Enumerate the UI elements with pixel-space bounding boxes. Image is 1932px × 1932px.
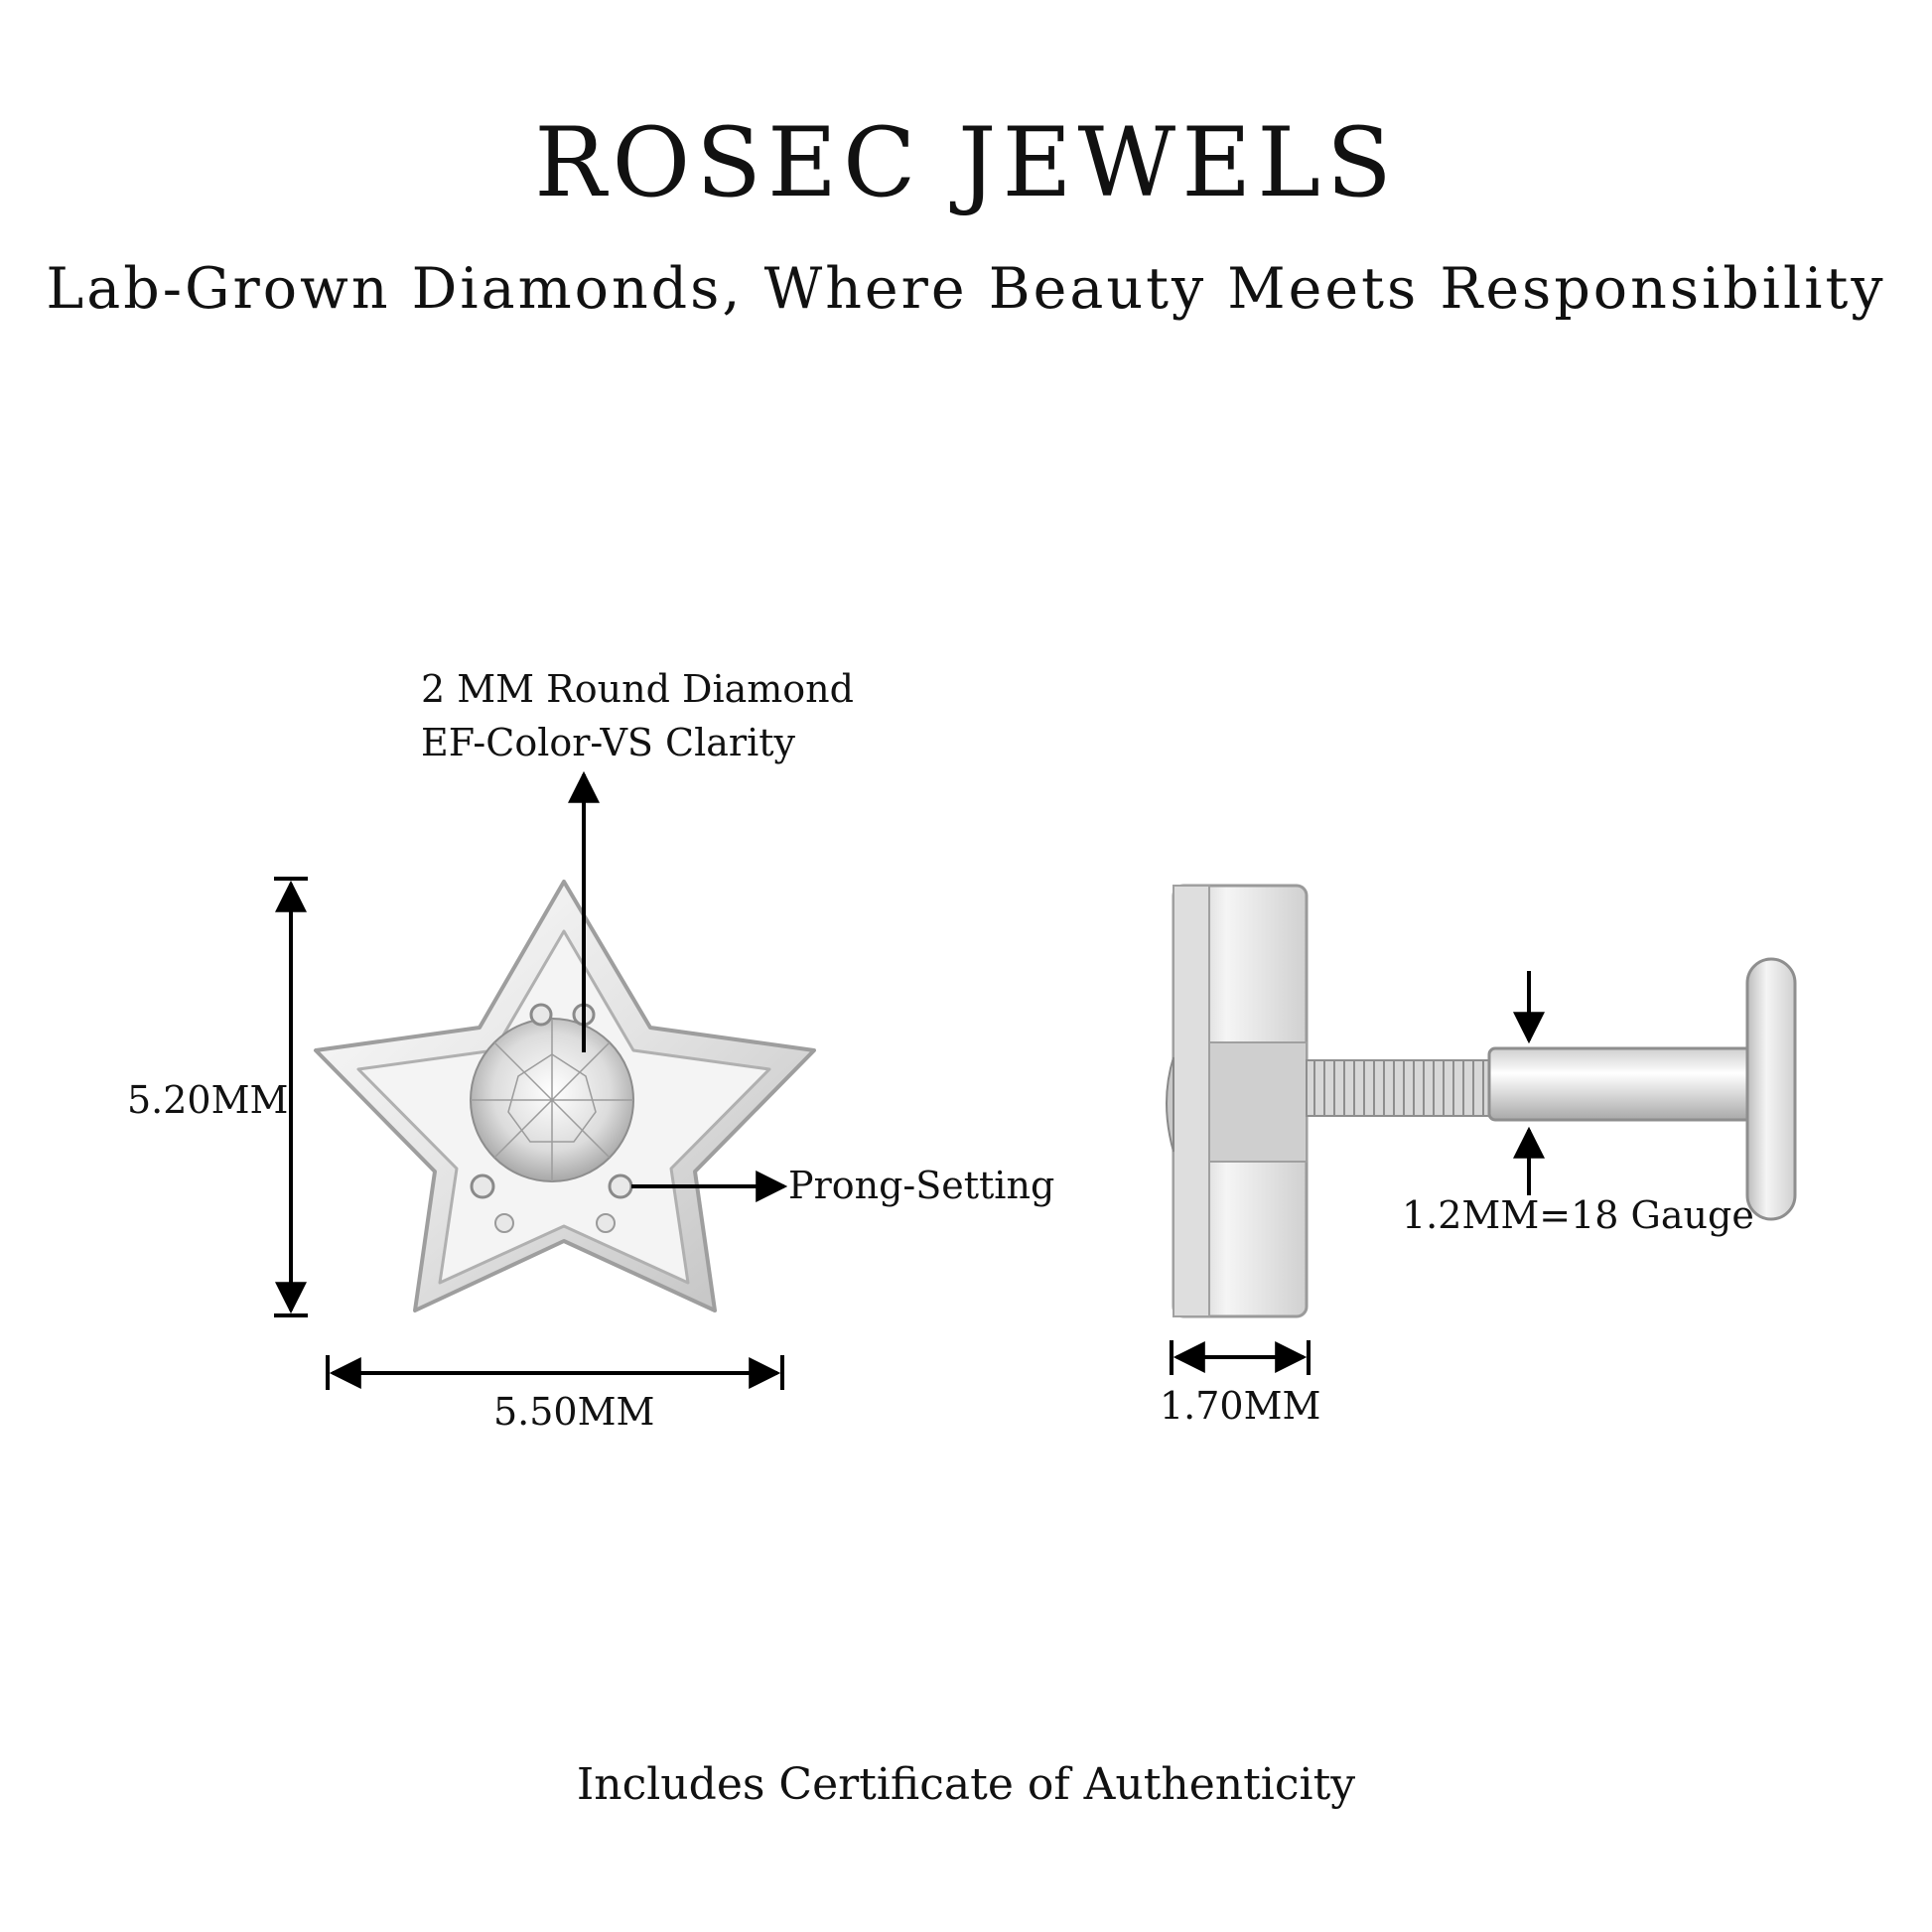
width-dimension-label: 5.50MM: [493, 1390, 655, 1434]
prong-top: [529, 1003, 553, 1027]
height-dimension-label: 5.20MM: [127, 1078, 289, 1122]
prong-right: [608, 1173, 633, 1199]
prong-lower-right: [596, 1213, 616, 1233]
certificate-note: Includes Certificate of Authenticity: [576, 1759, 1356, 1810]
gem-edge-side: [1166, 1056, 1174, 1153]
diamond-spec-line1: 2 MM Round Diamond: [421, 667, 854, 711]
star-earring-front-view: [314, 880, 816, 1312]
diamond-spec-line2: EF-Color-VS Clarity: [421, 721, 795, 764]
post-threads: [1313, 1060, 1484, 1116]
earring-side-view: [1166, 884, 1797, 1318]
brand-title: ROSEC JEWELS: [534, 107, 1398, 218]
prong-setting-label: Prong-Setting: [788, 1164, 1055, 1207]
gauge-dimension-label: 1.2MM=18 Gauge: [1402, 1193, 1754, 1237]
thickness-dimension-label: 1.70MM: [1160, 1384, 1321, 1428]
flat-back-disc: [1745, 957, 1797, 1221]
prong-lower-left: [494, 1213, 514, 1233]
prong-left: [470, 1173, 495, 1199]
dimension-lines: [274, 770, 1545, 1390]
tagline: Lab-Grown Diamonds, Where Beauty Meets R…: [46, 256, 1886, 322]
smooth-post: [1487, 1046, 1757, 1122]
star-head-band: [1208, 1041, 1308, 1163]
diamond-facets: [471, 1019, 633, 1181]
threaded-post: [1306, 1059, 1490, 1117]
star-head-bevel: [1173, 885, 1210, 1317]
